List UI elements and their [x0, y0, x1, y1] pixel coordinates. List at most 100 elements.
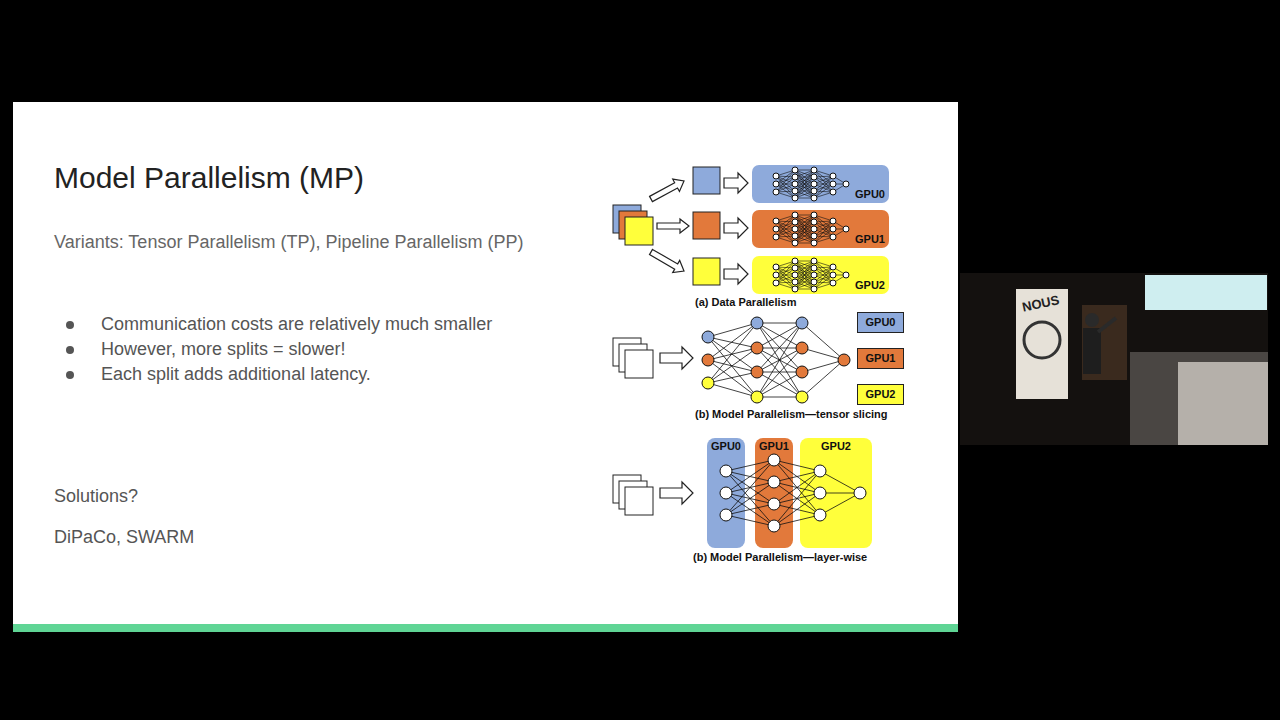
network-connection	[757, 323, 802, 397]
bullet-dot	[66, 346, 74, 354]
gpu-label: GPU1	[855, 233, 885, 246]
network-connection	[776, 176, 795, 198]
network-connection	[708, 323, 757, 383]
figure-caption: (b) Model Parallelism—tensor slicing	[695, 408, 888, 421]
neuron	[811, 226, 817, 232]
gpu-label: GPU2	[855, 279, 885, 292]
network-connection	[774, 471, 820, 526]
neuron	[792, 258, 798, 264]
network-connection	[708, 323, 757, 360]
block-arrow	[648, 246, 688, 277]
neuron	[830, 272, 836, 278]
network-connection	[726, 460, 774, 471]
network-connection	[757, 323, 802, 348]
neuron	[773, 181, 779, 187]
gpu-box: GPU0	[857, 312, 904, 333]
neuron	[773, 234, 779, 240]
network-connection	[795, 222, 814, 243]
neuron	[814, 465, 826, 477]
neuron	[768, 454, 780, 466]
neuron	[811, 265, 817, 271]
bullet-text: However, more splits = slower!	[101, 339, 346, 361]
input-batch-square	[625, 217, 653, 245]
rug	[1178, 362, 1268, 445]
section-heading: Solutions?	[54, 486, 138, 508]
neuron	[792, 265, 798, 271]
network-connection	[757, 348, 802, 397]
neuron	[830, 234, 836, 240]
network-connection	[757, 348, 802, 397]
neuron	[854, 487, 866, 499]
neuron	[796, 366, 808, 378]
network-connection	[726, 471, 774, 526]
neuron	[702, 331, 714, 343]
network-connection	[757, 372, 802, 397]
neuron	[811, 195, 817, 201]
network-connection	[708, 372, 757, 383]
figure-caption: (b) Model Parallelism—layer-wise	[693, 551, 867, 564]
stage-photo	[960, 273, 1268, 445]
block-arrow	[724, 173, 748, 193]
neuron	[751, 391, 763, 403]
network-connection	[776, 221, 795, 243]
network-connection	[708, 348, 757, 360]
network-connection	[757, 323, 802, 372]
neuron	[792, 272, 798, 278]
neuron	[830, 173, 836, 179]
network-connection	[814, 176, 833, 198]
neuron	[792, 174, 798, 180]
neuron	[792, 279, 798, 285]
data-shard-square	[693, 167, 720, 194]
neuron	[830, 226, 836, 232]
neuron	[720, 487, 732, 499]
neuron	[773, 226, 779, 232]
stage-floor	[1130, 352, 1268, 445]
bullet-dot	[66, 371, 74, 379]
slide-title: Model Parallelism (MP)	[54, 160, 364, 196]
network-connection	[776, 261, 795, 283]
neuron	[811, 240, 817, 246]
network-connection	[726, 482, 774, 515]
neuron	[811, 272, 817, 278]
speaker-head	[1085, 313, 1099, 327]
network-connection	[814, 215, 833, 237]
block-arrow	[724, 264, 748, 284]
neuron	[792, 167, 798, 173]
network-connection	[757, 323, 802, 324]
gpu-box: GPU2	[857, 384, 904, 405]
neuron	[773, 218, 779, 224]
neuron	[830, 280, 836, 286]
gpu-label: GPU1	[866, 352, 896, 365]
network-connection	[726, 515, 774, 526]
neuron	[720, 465, 732, 477]
block-arrow	[660, 482, 693, 504]
network-connection	[814, 261, 833, 283]
neuron	[773, 280, 779, 286]
network-connection	[757, 323, 802, 348]
speaker-arm	[1098, 318, 1116, 332]
gpu-label: GPU2	[866, 388, 896, 401]
neuron	[792, 240, 798, 246]
neuron	[830, 218, 836, 224]
gpu-label: GPU1	[759, 440, 789, 453]
neuron	[830, 181, 836, 187]
neuron	[830, 264, 836, 270]
network-connection	[795, 177, 814, 198]
neuron	[773, 173, 779, 179]
network-connection	[795, 268, 814, 289]
neuron	[811, 174, 817, 180]
network-connection	[726, 504, 774, 515]
banner-logo	[1024, 322, 1060, 358]
neural-network	[720, 454, 866, 532]
network-connection	[802, 360, 844, 397]
gpu-label: GPU0	[866, 316, 896, 329]
neuron	[796, 317, 808, 329]
network-connection	[726, 460, 774, 515]
neuron	[838, 354, 850, 366]
network-connection	[757, 323, 802, 372]
neuron	[792, 212, 798, 218]
body-text: DiPaCo, SWARM	[54, 527, 194, 549]
network-connection	[814, 170, 833, 192]
